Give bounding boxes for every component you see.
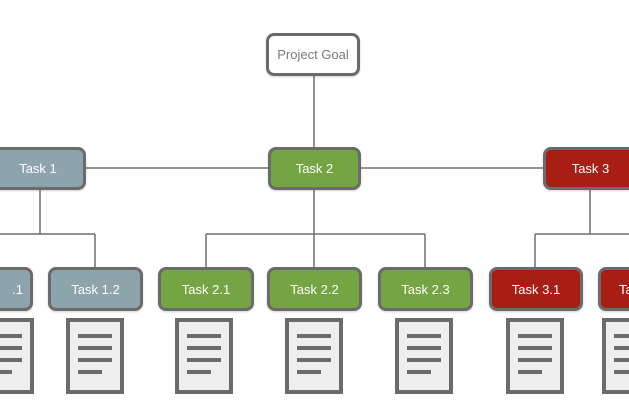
task-3-node: Task 3: [543, 147, 629, 190]
task-2-2-label: Task 2.2: [290, 281, 339, 297]
project-goal-node: Project Goal: [266, 33, 360, 76]
task-3-1-label: Task 3.1: [511, 281, 561, 297]
task-3-label: Task 3: [571, 161, 610, 176]
task-2-node: Task 2: [268, 147, 361, 190]
task-1-node: Task 1: [0, 147, 86, 190]
task-1-2-node: Task 1.2: [48, 267, 143, 311]
document-icon: [395, 318, 453, 394]
project-goal-label: Project Goal: [277, 47, 349, 62]
document-icon: [66, 318, 124, 394]
task-1-1-label: .1: [12, 281, 23, 297]
document-icon: [0, 318, 34, 394]
task-2-label: Task 2: [295, 161, 334, 176]
task-1-2-label: Task 1.2: [71, 281, 120, 297]
task-2-1-node: Task 2.1: [158, 267, 254, 311]
document-icon: [285, 318, 343, 394]
task-3-2-node: Ta: [598, 267, 629, 311]
document-icon: [175, 318, 233, 394]
document-icon: [506, 318, 564, 394]
task-2-1-label: Task 2.1: [181, 281, 231, 297]
task-3-1-node: Task 3.1: [489, 267, 583, 311]
task-1-1-node: .1: [0, 267, 33, 311]
task-2-3-node: Task 2.3: [378, 267, 473, 311]
task-2-3-label: Task 2.3: [401, 281, 450, 297]
document-icon: [602, 318, 629, 394]
task-3-2-label: Ta: [619, 281, 629, 297]
task-2-2-node: Task 2.2: [267, 267, 362, 311]
task-1-label: Task 1: [19, 161, 57, 176]
